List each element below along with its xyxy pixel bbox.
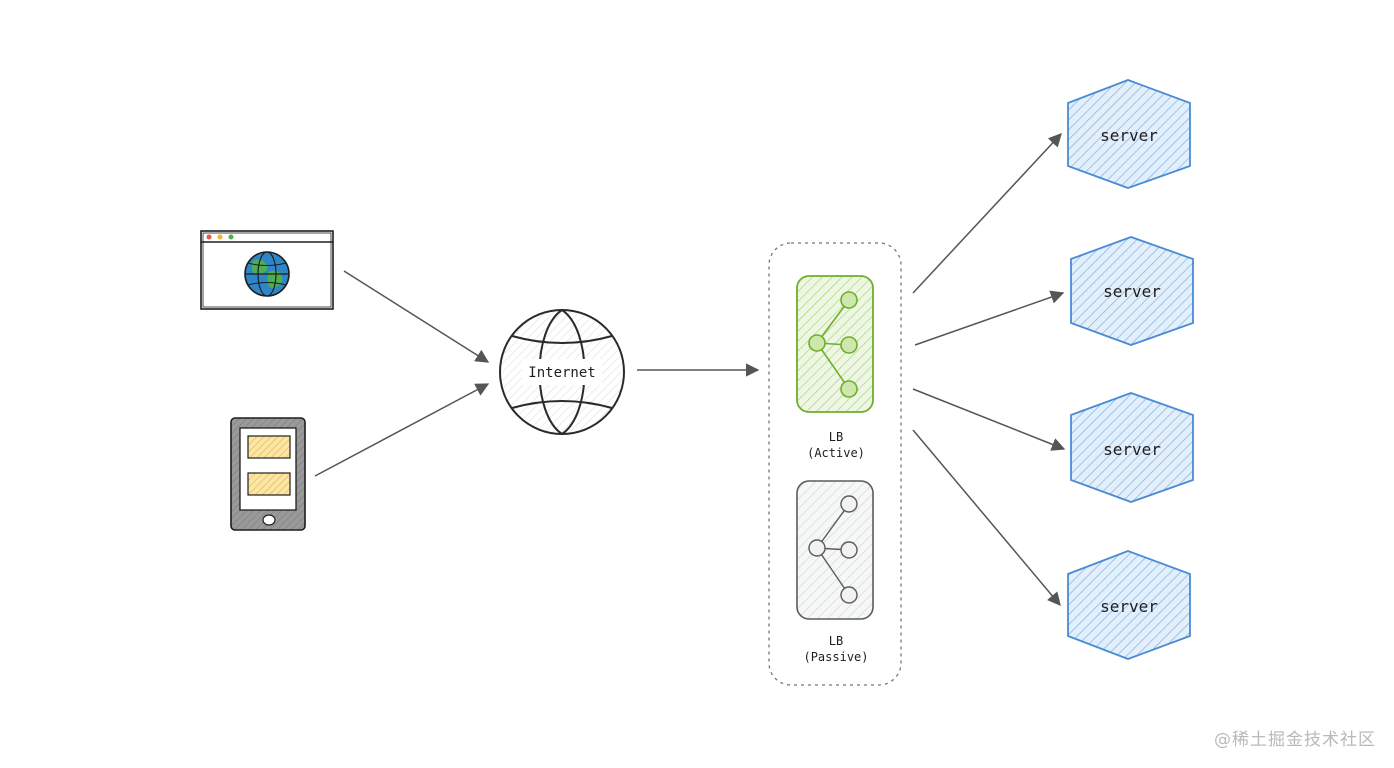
arrow-lb-to-server-1 [912,133,1062,294]
server-label-3: server [1103,440,1161,459]
server-label-2: server [1103,282,1161,301]
tree-network-icon [808,291,858,398]
arrows-lb-to-servers [912,133,1066,607]
server-node-3: server [1070,392,1194,503]
hexagon-server-icon [1070,392,1194,503]
lb-active-label-line1: LB [829,430,843,444]
server-label-4: server [1100,597,1158,616]
tree-network-icon [808,495,858,604]
arrow-browser-to-internet [343,270,490,363]
mobile-phone-icon [230,417,306,531]
lb-passive-label-line1: LB [829,634,843,648]
lb-active-label-line2: (Active) [807,446,865,460]
watermark-text: @稀土掘金技术社区 [1214,730,1376,750]
internet-label: Internet [528,365,595,381]
browser-window-globe-icon [200,230,334,310]
lb-group: LB (Active) LB (Passive) [768,242,902,686]
server-node-1: server [1067,79,1191,189]
lb-passive-node [796,480,874,620]
lb-active-node [796,275,874,413]
arrow-lb-to-server-3 [912,388,1066,451]
server-label-1: server [1100,126,1158,145]
server-node-4: server [1067,550,1191,660]
arrow-mobile-to-internet [314,383,490,477]
hexagon-server-icon [1067,79,1191,189]
arrows-clients-to-internet [314,270,490,477]
server-node-2: server [1070,236,1194,346]
hexagon-server-icon [1070,236,1194,346]
hexagon-server-icon [1067,550,1191,660]
lb-passive-label-line2: (Passive) [803,650,868,664]
arrow-lb-to-server-4 [912,429,1061,607]
arrow-lb-to-server-2 [914,290,1065,346]
internet-globe-icon: Internet [499,309,625,435]
